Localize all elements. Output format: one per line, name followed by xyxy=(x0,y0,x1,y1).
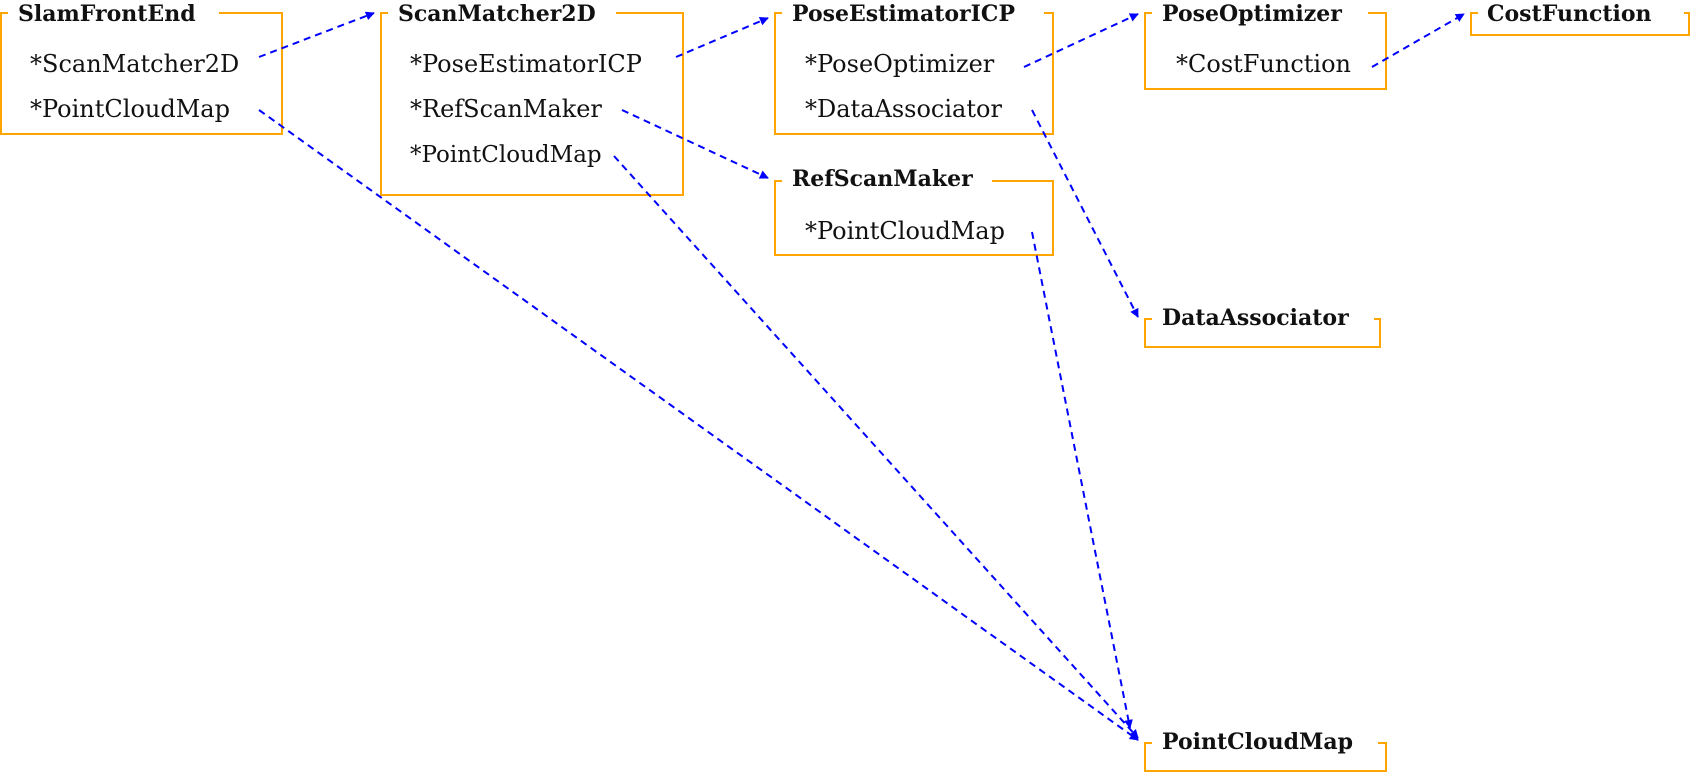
edge-scanmatcher2d-to-pointcloudmap xyxy=(613,155,1139,739)
class-title-poseestimatoricp: PoseEstimatorICP xyxy=(784,0,1023,28)
member-slamfrontend-pointcloudmap: *PointCloudMap xyxy=(30,95,230,123)
class-title-dataassociator: DataAssociator xyxy=(1154,304,1357,332)
class-box-poseestimatoricp xyxy=(774,12,1054,135)
class-box-dataassociator xyxy=(1144,318,1381,348)
member-poseestimatoricp-poseoptimizer: *PoseOptimizer xyxy=(805,50,995,78)
member-scanmatcher2d-refscanmaker: *RefScanMaker xyxy=(410,95,602,123)
class-title-poseoptimizer: PoseOptimizer xyxy=(1154,0,1350,28)
edge-slamfrontend-to-pointcloudmap xyxy=(258,109,1139,741)
class-box-pointcloudmap xyxy=(1144,742,1387,772)
edge-scanmatcher2d-to-refscanmaker xyxy=(621,109,769,179)
class-title-pointcloudmap: PointCloudMap xyxy=(1154,728,1362,756)
edge-refscanmaker-to-pointcloudmap xyxy=(1031,231,1133,729)
class-box-slamfrontend xyxy=(0,12,283,135)
class-box-poseoptimizer xyxy=(1144,12,1387,90)
class-title-scanmatcher2d: ScanMatcher2D xyxy=(390,0,604,28)
edge-poseestimatoricp-to-poseoptimizer xyxy=(1023,13,1139,68)
member-refscanmaker-pointcloudmap: *PointCloudMap xyxy=(805,217,1005,245)
member-scanmatcher2d-pointcloudmap: *PointCloudMap xyxy=(410,142,602,168)
class-box-costfunction xyxy=(1470,12,1690,36)
class-title-slamfrontend: SlamFrontEnd xyxy=(10,0,204,28)
class-box-scanmatcher2d xyxy=(380,12,684,196)
edge-poseoptimizer-to-costfunction xyxy=(1371,13,1465,68)
member-scanmatcher2d-poseestimatoricp: *PoseEstimatorICP xyxy=(410,50,642,78)
member-poseestimatoricp-dataassociator: *DataAssociator xyxy=(805,95,1002,123)
class-box-refscanmaker xyxy=(774,180,1054,256)
edge-scanmatcher2d-to-poseestimatoricp xyxy=(675,17,769,58)
class-title-refscanmaker: RefScanMaker xyxy=(784,165,981,193)
class-title-costfunction: CostFunction xyxy=(1479,0,1660,28)
member-poseoptimizer-costfunction: *CostFunction xyxy=(1176,50,1352,78)
edge-slamfrontend-to-scanmatcher2d xyxy=(258,11,375,58)
member-slamfrontend-scanmatcher2d: *ScanMatcher2D xyxy=(30,50,240,78)
edge-poseestimatoricp-to-dataassociator xyxy=(1031,109,1139,318)
